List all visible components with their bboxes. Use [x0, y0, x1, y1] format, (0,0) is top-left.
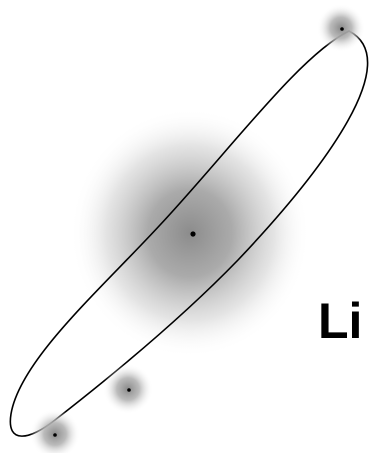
lower-inner-electron-dot: [127, 388, 131, 392]
bottom-left-electron-dot: [53, 433, 57, 437]
top-right-electron-dot: [340, 27, 344, 31]
central-nucleus-glow: [70, 108, 310, 358]
element-label: Li: [318, 293, 362, 349]
central-nucleus-dot: [190, 231, 195, 236]
